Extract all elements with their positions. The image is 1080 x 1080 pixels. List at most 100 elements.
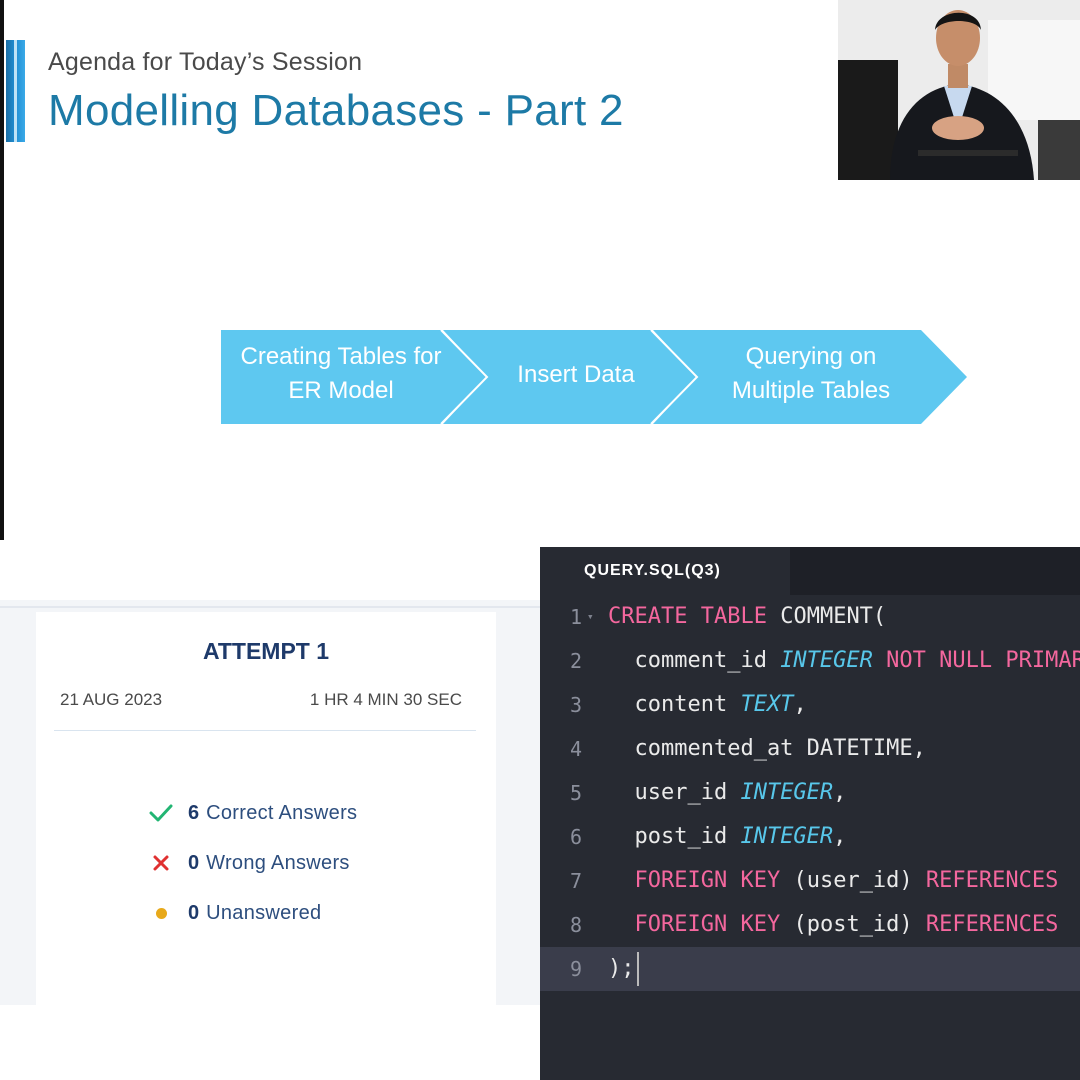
- line-number: 9: [569, 957, 582, 981]
- code-line[interactable]: 4 commented_at DATETIME,: [540, 727, 1080, 771]
- sql-keyword: KEY: [740, 912, 781, 937]
- code-editor[interactable]: QUERY.SQL(Q3) 1▾CREATE TABLE COMMENT(2 c…: [540, 547, 1080, 1080]
- sql-type: INTEGER: [740, 780, 834, 805]
- step-1-line-1: Creating Tables for: [240, 343, 442, 370]
- step-arrow-3: [653, 330, 967, 424]
- agenda-steps: Creating Tables for ER Model Insert Data…: [221, 330, 981, 424]
- code-token: (user_id): [780, 868, 926, 893]
- unanswered-row: 0 Unanswered: [148, 898, 321, 928]
- code-token: [727, 912, 740, 937]
- step-3-line-1: Querying on: [745, 343, 877, 370]
- unanswered-label: Unanswered: [206, 901, 322, 924]
- sql-keyword: PRIMARY KEY: [1005, 648, 1080, 673]
- wrong-count: 0: [188, 851, 200, 874]
- code-line[interactable]: 8 FOREIGN KEY (post_id) REFERENCES: [540, 903, 1080, 947]
- code-token: content: [608, 692, 741, 717]
- tab-query-sql[interactable]: QUERY.SQL(Q3): [540, 547, 790, 595]
- line-number: 4: [569, 737, 582, 761]
- attempt-title: ATTEMPT 1: [202, 638, 330, 664]
- step-arrow-1: [221, 330, 487, 424]
- step-3-line-2: Multiple Tables: [731, 377, 891, 404]
- presenter-webcam: [838, 0, 1080, 180]
- sql-keyword: TABLE: [700, 604, 767, 629]
- code-token: [873, 648, 886, 673]
- sql-keyword: REFERENCES: [925, 868, 1059, 893]
- step-divider-1: [440, 330, 489, 424]
- code-line[interactable]: 7 FOREIGN KEY (user_id) REFERENCES: [540, 859, 1080, 903]
- attempt-duration: 1 HR 4 MIN 30 SEC: [309, 690, 462, 709]
- code-token: [727, 868, 740, 893]
- wrong-label: Wrong Answers: [206, 851, 350, 874]
- step-arrow-2: [443, 330, 697, 424]
- presentation-slide: Agenda for Today’s Session Modelling Dat…: [0, 0, 1080, 540]
- code-line[interactable]: 3 content TEXT,: [540, 683, 1080, 727]
- step-1-line-2: ER Model: [288, 377, 394, 404]
- step-divider-2: [650, 330, 699, 424]
- agenda-steps-arrows: [221, 330, 967, 424]
- dot-icon: [148, 907, 174, 919]
- attempt-card: [36, 612, 496, 1005]
- presenter-illustration: [838, 0, 1080, 180]
- step-3-label: Querying on Multiple Tables: [691, 340, 931, 408]
- check-icon: [148, 803, 174, 823]
- code-line[interactable]: 6 post_id INTEGER,: [540, 815, 1080, 859]
- sql-keyword: CREATE: [608, 604, 688, 629]
- code-line-text: comment_id INTEGER NOT NULL PRIMARY KEY,: [608, 639, 1080, 683]
- fold-arrow-icon[interactable]: ▾: [587, 610, 594, 623]
- correct-count: 6: [188, 801, 200, 824]
- editor-tab-bar: QUERY.SQL(Q3): [540, 547, 1080, 595]
- code-line[interactable]: 1 ▾ CREATE TABLE COMMENT(: [540, 595, 1080, 639]
- correct-answers-row: 6 Correct Answers: [148, 798, 357, 828]
- sql-keyword: FOREIGN: [634, 912, 728, 937]
- sql-type: TEXT: [740, 692, 794, 717]
- code-line-text: user_id INTEGER,: [608, 771, 846, 815]
- sql-keyword: NOT: [886, 648, 926, 673]
- step-1-label: Creating Tables for ER Model: [221, 340, 461, 408]
- step-2-label: Insert Data: [461, 358, 691, 392]
- code-line-text: FOREIGN KEY (user_id) REFERENCES: [608, 859, 1059, 903]
- wrong-answers-row: 0 Wrong Answers: [148, 848, 350, 878]
- cross-icon: [148, 854, 174, 872]
- unanswered-count: 0: [188, 901, 200, 924]
- slide-left-border: [0, 0, 4, 540]
- slide-accent-bar: [6, 40, 25, 142]
- attempt-card-divider: [54, 730, 476, 731]
- code-line-text: );: [608, 947, 639, 991]
- code-token: COMMENT(: [766, 604, 887, 629]
- code-line-text: FOREIGN KEY (post_id) REFERENCES: [608, 903, 1059, 947]
- code-line-text: CREATE TABLE COMMENT(: [608, 595, 886, 639]
- text-cursor: [636, 952, 639, 986]
- code-token: comment_id: [608, 648, 781, 673]
- code-token: post_id: [608, 824, 741, 849]
- code-token: ,: [833, 824, 847, 849]
- code-line[interactable]: 2 comment_id INTEGER NOT NULL PRIMARY KE…: [540, 639, 1080, 683]
- slide-title: Modelling Databases - Part 2: [48, 86, 624, 135]
- line-number: 7: [569, 869, 582, 893]
- code-line-text: content TEXT,: [608, 683, 807, 727]
- code-line-text: post_id INTEGER,: [608, 815, 846, 859]
- sql-keyword: FOREIGN: [634, 868, 728, 893]
- code-token: ,: [833, 780, 847, 805]
- line-number: 3: [569, 693, 582, 717]
- line-number: 8: [569, 913, 582, 937]
- line-number: 1: [569, 605, 582, 629]
- code-token: commented_at DATETIME,: [608, 736, 926, 761]
- sql-type: INTEGER: [780, 648, 873, 673]
- code-token: user_id: [608, 780, 741, 805]
- code-token: [608, 912, 635, 937]
- sql-keyword: KEY: [740, 868, 781, 893]
- code-token: );: [608, 956, 635, 981]
- code-line[interactable]: 5 user_id INTEGER,: [540, 771, 1080, 815]
- sql-type: INTEGER: [740, 824, 834, 849]
- sql-keyword: REFERENCES: [925, 912, 1059, 937]
- line-number: 6: [569, 825, 582, 849]
- attempt-date: 21 AUG 2023: [60, 690, 163, 709]
- code-lines[interactable]: 1▾CREATE TABLE COMMENT(2 comment_id INTE…: [540, 595, 1080, 991]
- code-token: [926, 648, 939, 673]
- code-token: ,: [793, 692, 807, 717]
- sql-keyword: NULL: [939, 648, 993, 673]
- code-token: (post_id): [780, 912, 926, 937]
- code-line[interactable]: 9);: [540, 947, 1080, 991]
- agenda-label: Agenda for Today’s Session: [48, 48, 363, 76]
- code-token: [687, 604, 700, 629]
